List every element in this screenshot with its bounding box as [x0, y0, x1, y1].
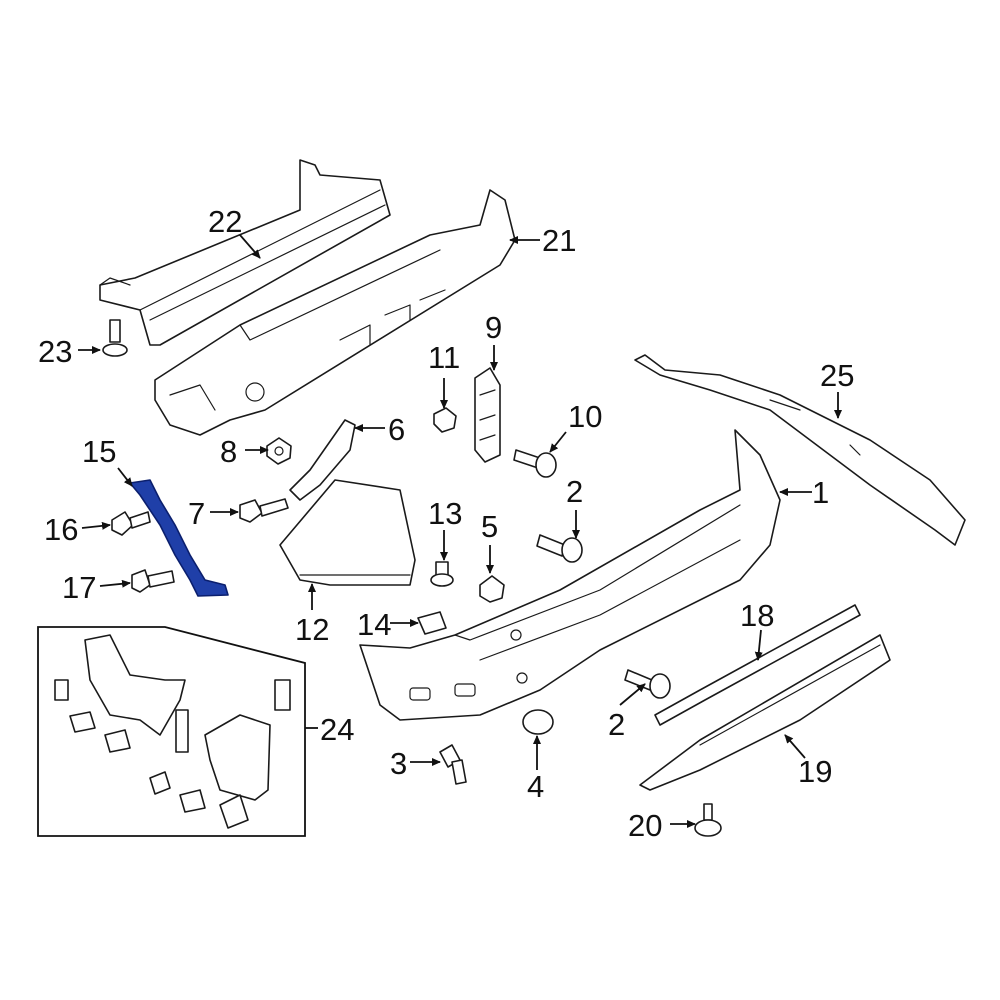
part-20-fastener[interactable]: [694, 803, 722, 837]
callout-23: 23: [38, 334, 72, 369]
part-1-bumper-cover[interactable]: [359, 429, 781, 721]
part-5-nut[interactable]: [479, 575, 505, 603]
part-6-bracket[interactable]: [289, 419, 356, 501]
callout-24: 24: [320, 712, 354, 747]
callout-21: 21: [542, 223, 576, 258]
part-23-bolt[interactable]: [102, 319, 128, 357]
callout-3: 3: [390, 746, 407, 781]
part-25-valance[interactable]: [634, 354, 966, 546]
part-3-bolt[interactable]: [439, 744, 467, 785]
part-2-bolt-upper[interactable]: [536, 534, 583, 563]
part-13-bolt[interactable]: [430, 561, 454, 587]
callout-2-lower: 2: [608, 707, 625, 742]
callout-22: 22: [208, 204, 242, 239]
part-17-bolt[interactable]: [131, 569, 175, 593]
part-21-energy-absorber[interactable]: [154, 189, 516, 436]
part-10-bolt[interactable]: [513, 449, 557, 478]
callout-labels: 1 2 2 3 4 5 6 7 8 9 10 11 12 13 14 15 16…: [38, 204, 854, 843]
part-12-side-panel[interactable]: [279, 479, 416, 586]
part-16-bolt[interactable]: [111, 511, 151, 536]
callout-11: 11: [428, 340, 460, 375]
callout-20: 20: [628, 808, 662, 843]
part-19-lower-trim[interactable]: [639, 634, 891, 791]
callout-9: 9: [485, 310, 502, 345]
leader-lines: [78, 234, 842, 828]
callout-13: 13: [428, 496, 462, 531]
callout-18: 18: [740, 598, 774, 633]
callout-15: 15: [82, 434, 116, 469]
callout-10: 10: [568, 399, 602, 434]
callout-17: 17: [62, 570, 96, 605]
callout-1: 1: [812, 475, 829, 510]
part-7-bolt[interactable]: [239, 498, 289, 523]
callout-7: 7: [188, 496, 205, 531]
part-15-highlighted-bracket[interactable]: [129, 479, 229, 597]
callout-19: 19: [798, 754, 832, 789]
part-9-bracket[interactable]: [474, 367, 501, 463]
callout-16: 16: [44, 512, 78, 547]
callout-5: 5: [481, 509, 498, 544]
part-2-bolt-lower[interactable]: [624, 669, 671, 699]
part-18-trim-strip[interactable]: [654, 604, 861, 726]
part-14-clip[interactable]: [417, 611, 447, 635]
callout-6: 6: [388, 412, 405, 447]
part-24-kit-box[interactable]: [37, 626, 306, 837]
callout-2-upper: 2: [566, 474, 583, 509]
callout-8: 8: [220, 434, 237, 469]
part-11-nut[interactable]: [433, 407, 457, 433]
callout-25: 25: [820, 358, 854, 393]
part-8-nut[interactable]: [266, 437, 292, 465]
part-4-cap[interactable]: [522, 709, 554, 735]
callout-14: 14: [357, 607, 391, 642]
callout-12: 12: [295, 612, 329, 647]
callout-4: 4: [527, 769, 544, 804]
